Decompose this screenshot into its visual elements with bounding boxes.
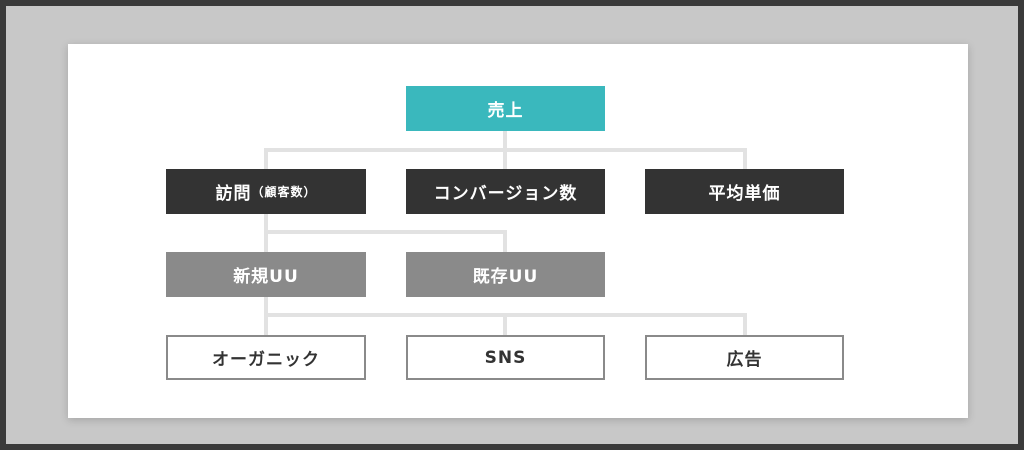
frame-background: 売上 訪問（顧客数） コンバージョン数 平均単価 新規UU 既存UU オーガニッ… (6, 6, 1018, 444)
node-ads-label: 広告 (726, 350, 763, 370)
node-organic: オーガニック (166, 335, 366, 380)
node-sns: SNS (406, 335, 605, 380)
node-existing-uu-label: 既存UU (472, 267, 539, 287)
node-existing-uu: 既存UU (406, 252, 605, 297)
node-sales-label: 売上 (487, 101, 524, 121)
node-sns-label: SNS (484, 347, 527, 368)
node-sales: 売上 (406, 86, 605, 131)
node-visits-sublabel: （顧客数） (251, 185, 317, 199)
node-visits: 訪問（顧客数） (166, 169, 366, 214)
node-new-uu-label: 新規UU (233, 267, 299, 287)
node-ads: 広告 (645, 335, 844, 380)
connector-lines (264, 130, 747, 336)
diagram-card: 売上 訪問（顧客数） コンバージョン数 平均単価 新規UU 既存UU オーガニッ… (68, 44, 968, 418)
node-organic-label: オーガニック (212, 350, 320, 370)
node-visits-label: 訪問 (215, 184, 252, 204)
node-average-price-label: 平均単価 (708, 184, 781, 204)
node-conversions-label: コンバージョン数 (433, 184, 578, 204)
node-new-uu: 新規UU (166, 252, 366, 297)
node-conversions: コンバージョン数 (406, 169, 605, 214)
node-average-price: 平均単価 (645, 169, 844, 214)
